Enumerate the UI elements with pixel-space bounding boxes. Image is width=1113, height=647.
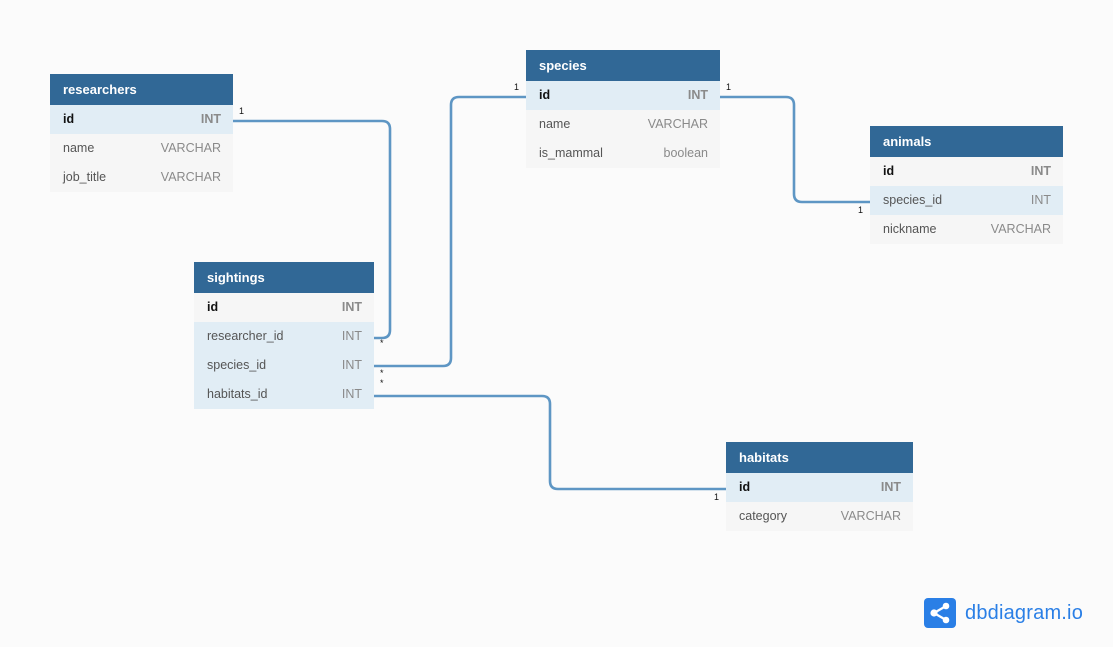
table-row[interactable]: species_id INT xyxy=(194,351,374,380)
table-header[interactable]: sightings xyxy=(194,262,374,293)
table-sightings[interactable]: sightings id INT researcher_id INT speci… xyxy=(194,262,374,409)
share-icon xyxy=(924,598,956,628)
cardinality-species-one: 1 xyxy=(514,82,520,92)
table-animals[interactable]: animals id INT species_id INT nickname V… xyxy=(870,126,1063,244)
column-type: INT xyxy=(880,480,901,494)
cardinality-researchers-one: 1 xyxy=(239,106,245,116)
table-row[interactable]: category VARCHAR xyxy=(726,502,913,531)
column-type: INT xyxy=(341,329,362,343)
table-row[interactable]: name VARCHAR xyxy=(50,134,233,163)
table-row[interactable]: habitats_id INT xyxy=(194,380,374,409)
column-type: VARCHAR xyxy=(840,509,901,523)
table-row[interactable]: nickname VARCHAR xyxy=(870,215,1063,244)
column-name: species_id xyxy=(883,193,943,207)
column-name: is_mammal xyxy=(539,146,603,160)
table-header[interactable]: researchers xyxy=(50,74,233,105)
column-name: habitats_id xyxy=(207,387,268,401)
table-researchers[interactable]: researchers id INT name VARCHAR job_titl… xyxy=(50,74,233,192)
table-row[interactable]: id INT xyxy=(726,473,913,502)
table-row[interactable]: id INT xyxy=(870,157,1063,186)
column-name: nickname xyxy=(883,222,937,236)
cardinality-sightings-researcher-many: * xyxy=(380,338,384,348)
column-type: INT xyxy=(1030,164,1051,178)
table-header[interactable]: species xyxy=(526,50,720,81)
table-row[interactable]: id INT xyxy=(50,105,233,134)
cardinality-sightings-habitats-many: * xyxy=(380,378,384,388)
edge-researchers-sightings[interactable] xyxy=(233,119,392,340)
table-habitats[interactable]: habitats id INT category VARCHAR xyxy=(726,442,913,531)
column-name: id xyxy=(539,88,551,102)
cardinality-animals-one: 1 xyxy=(858,205,864,215)
table-header[interactable]: habitats xyxy=(726,442,913,473)
table-row[interactable]: id INT xyxy=(194,293,374,322)
column-type: boolean xyxy=(663,146,709,160)
cardinality-species-animals-one: 1 xyxy=(726,82,732,92)
cardinality-habitats-one: 1 xyxy=(714,492,720,502)
brand-name: dbdiagram.io xyxy=(965,601,1084,624)
table-species[interactable]: species id INT name VARCHAR is_mammal bo… xyxy=(526,50,720,168)
table-row[interactable]: name VARCHAR xyxy=(526,110,720,139)
column-name: id xyxy=(63,112,75,126)
column-name: category xyxy=(739,509,787,523)
column-type: INT xyxy=(687,88,708,102)
column-type: INT xyxy=(1030,193,1051,207)
column-type: INT xyxy=(341,300,362,314)
cardinality-sightings-species-many: * xyxy=(380,368,384,378)
table-row[interactable]: is_mammal boolean xyxy=(526,139,720,168)
column-type: VARCHAR xyxy=(160,141,221,155)
edge-species-sightings[interactable] xyxy=(374,95,526,368)
edge-sightings-habitats[interactable] xyxy=(374,394,726,491)
column-name: researcher_id xyxy=(207,329,284,343)
column-name: job_title xyxy=(63,170,107,184)
column-type: INT xyxy=(341,387,362,401)
column-name: species_id xyxy=(207,358,267,372)
column-name: id xyxy=(207,300,219,314)
column-name: id xyxy=(883,164,895,178)
column-type: VARCHAR xyxy=(647,117,708,131)
column-type: INT xyxy=(200,112,221,126)
edge-species-animals[interactable] xyxy=(720,95,870,204)
table-row[interactable]: species_id INT xyxy=(870,186,1063,215)
column-type: VARCHAR xyxy=(160,170,221,184)
column-type: VARCHAR xyxy=(990,222,1051,236)
table-row[interactable]: researcher_id INT xyxy=(194,322,374,351)
brand-logo-link[interactable]: dbdiagram.io xyxy=(924,598,1083,628)
table-header[interactable]: animals xyxy=(870,126,1063,157)
column-name: name xyxy=(539,117,571,131)
table-row[interactable]: job_title VARCHAR xyxy=(50,163,233,192)
column-name: name xyxy=(63,141,95,155)
table-row[interactable]: id INT xyxy=(526,81,720,110)
column-type: INT xyxy=(341,358,362,372)
column-name: id xyxy=(739,480,751,494)
